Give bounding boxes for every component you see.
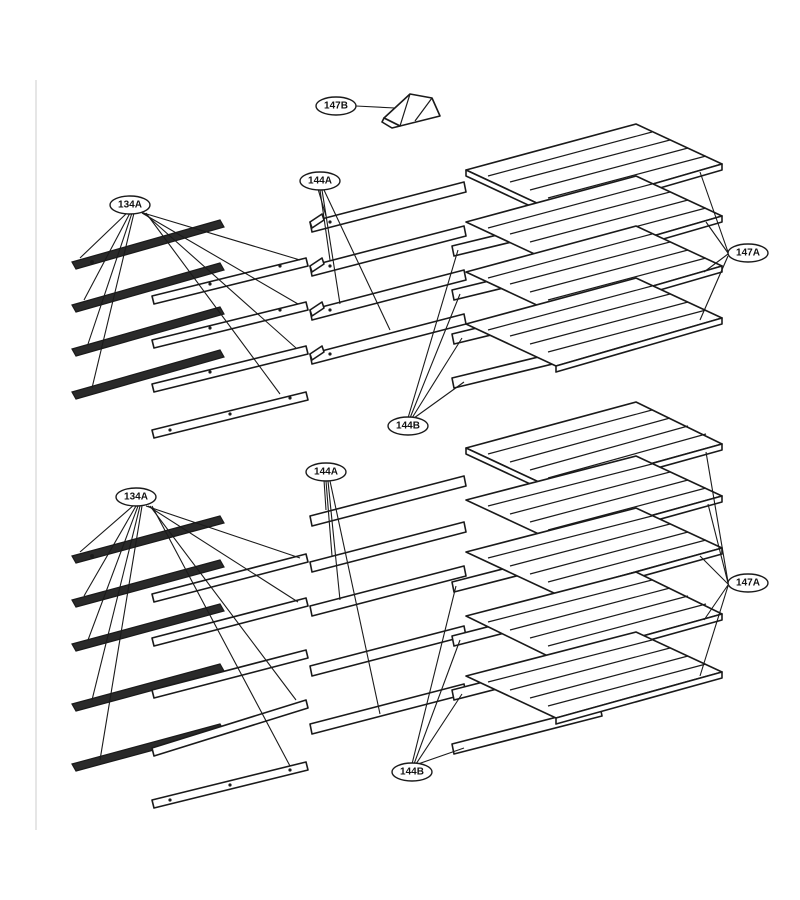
rack (465, 277, 723, 373)
callout-147a-bottom-label: 147A (736, 578, 760, 589)
rack (465, 631, 723, 725)
slides-144a-bottom (309, 475, 467, 735)
callout-144b-top: 144B (387, 416, 429, 436)
callout-144a-top: 144A (299, 171, 341, 191)
callout-147a-top: 147A (727, 243, 769, 263)
slide (309, 269, 467, 321)
callout-134a-top-label: 134A (118, 200, 142, 211)
callout-144a-top-label: 144A (308, 176, 332, 187)
callout-147b-label: 147B (324, 101, 348, 112)
leaders-134a-top (79, 211, 301, 395)
callout-134a-top: 134A (109, 195, 151, 215)
leaders-144a-top (317, 188, 391, 331)
rail (71, 553, 309, 608)
leaders-147a-top (699, 171, 729, 321)
rail (71, 649, 309, 712)
callout-147a-top-label: 147A (736, 248, 760, 259)
callout-134a-bottom: 134A (115, 487, 157, 507)
rail (151, 391, 309, 439)
leaders-134a-bottom (79, 504, 301, 767)
slides-144a-top (309, 181, 467, 365)
callout-147a-bottom: 147A (727, 573, 769, 593)
rail (71, 699, 309, 772)
callout-134a-bottom-label: 134A (124, 492, 148, 503)
callout-147b: 147B (315, 96, 357, 116)
callout-144b-top-label: 144B (396, 421, 420, 432)
leaders-144b-bottom (411, 585, 465, 765)
callout-144a-bottom: 144A (305, 462, 347, 482)
slide (309, 181, 467, 233)
part-147b-wedge (381, 93, 441, 129)
rails-134a-top (71, 219, 309, 439)
slide (309, 225, 467, 277)
callout-144a-bottom-label: 144A (314, 467, 338, 478)
leaders-147a-bottom (699, 451, 729, 677)
rail (71, 597, 309, 652)
callout-144b-bottom-label: 144B (400, 767, 424, 778)
leaders-144b-top (407, 249, 465, 419)
leader-147b (355, 105, 396, 109)
rail (71, 219, 225, 270)
rail (71, 257, 309, 313)
rail (71, 345, 309, 400)
rail (151, 761, 309, 809)
rail (71, 301, 309, 357)
racks-147a-top (465, 123, 723, 373)
callout-144b-bottom: 144B (391, 762, 433, 782)
racks-147a-bottom (465, 401, 723, 725)
slide (309, 313, 467, 365)
leaders-144a-bottom (323, 479, 381, 715)
rails-134a-bottom (71, 515, 309, 809)
